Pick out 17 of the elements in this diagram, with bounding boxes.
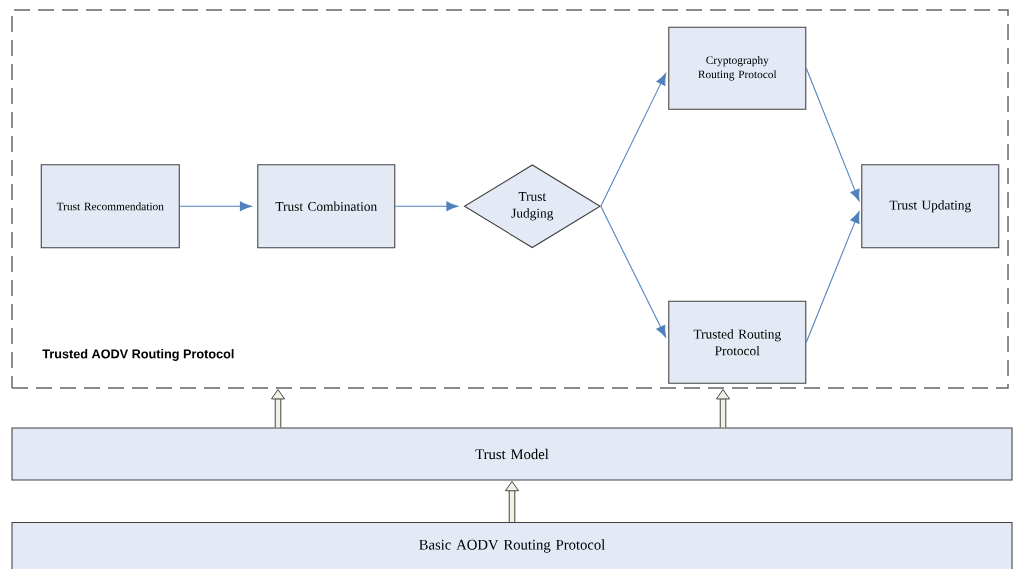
process-box: Trust Updating [861,164,1000,249]
arrow [394,201,459,212]
hollow-arrow [271,389,286,428]
process-box: Trusted Routing Protocol [668,300,807,384]
arrow [805,67,860,202]
arrow [179,201,252,212]
layer-band: Trust Model [11,427,1013,481]
hollow-arrow [716,389,731,428]
arrow [805,211,860,343]
arrow [600,73,667,207]
frame-title: Trusted AODV Routing Protocol [42,349,234,361]
process-box: Trust Recommendation [40,164,180,249]
layer-band: Basic AODV Routing Protocol [11,521,1013,569]
hollow-arrow [505,480,520,522]
arrow [600,205,667,338]
process-box: Cryptography Routing Protocol [668,26,807,110]
process-box: Trust Combination [257,164,396,249]
